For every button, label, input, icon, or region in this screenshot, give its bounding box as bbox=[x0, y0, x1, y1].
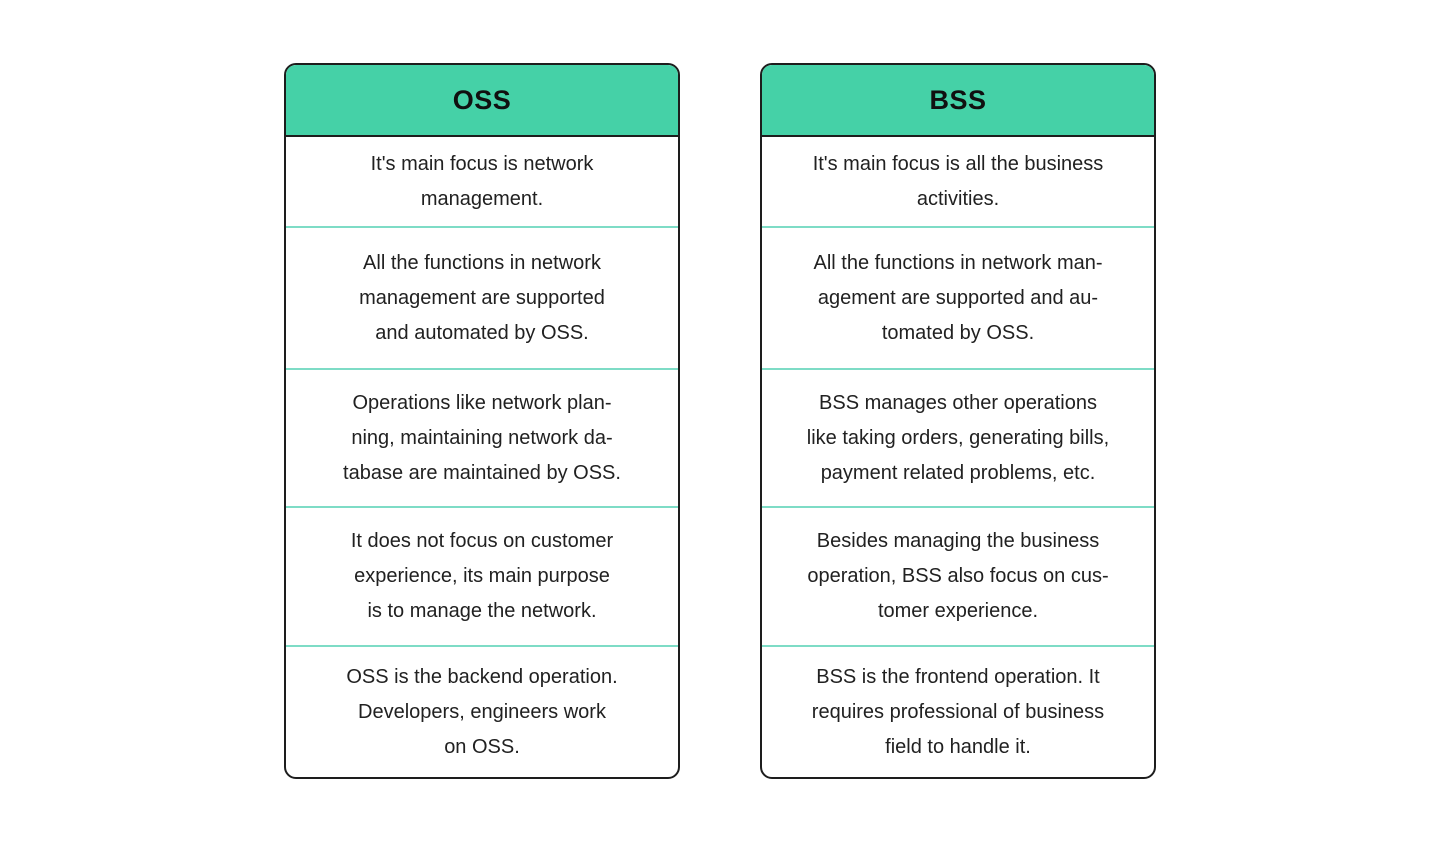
cell-text: BSS is the frontend operation. It requir… bbox=[811, 665, 1105, 758]
cell-text: All the functions in network man- agemen… bbox=[813, 251, 1103, 344]
table-row: It's main focus is all the business acti… bbox=[762, 137, 1154, 226]
oss-title: OSS bbox=[452, 84, 512, 115]
cell-text: Operations like network plan- ning, main… bbox=[343, 391, 621, 484]
table-row: OSS is the backend operation. Developers… bbox=[286, 645, 678, 777]
table-row: Operations like network plan- ning, main… bbox=[286, 368, 678, 506]
oss-table-header: OSS bbox=[286, 65, 678, 137]
bss-title: BSS bbox=[929, 84, 987, 115]
table-row: Besides managing the business operation,… bbox=[762, 506, 1154, 645]
cell-text: Besides managing the business operation,… bbox=[807, 530, 1109, 622]
cell-text: BSS manages other operations like taking… bbox=[806, 391, 1110, 484]
table-row: All the functions in network man- agemen… bbox=[762, 226, 1154, 368]
table-row: BSS manages other operations like taking… bbox=[762, 368, 1154, 506]
bss-table-header: BSS bbox=[762, 65, 1154, 137]
cell-text: It does not focus on customer experience… bbox=[350, 530, 614, 622]
cell-text: It's main focus is network management. bbox=[370, 152, 594, 210]
cell-text: OSS is the backend operation. Developers… bbox=[346, 665, 618, 758]
table-row: It does not focus on customer experience… bbox=[286, 506, 678, 645]
cell-text: All the functions in network management … bbox=[359, 251, 605, 344]
table-row: It's main focus is network management. bbox=[286, 137, 678, 226]
bss-table: BSS It's main focus is all the business … bbox=[760, 63, 1156, 779]
table-row: All the functions in network management … bbox=[286, 226, 678, 368]
oss-table: OSS It's main focus is network managemen… bbox=[284, 63, 680, 779]
table-row: BSS is the frontend operation. It requir… bbox=[762, 645, 1154, 777]
cell-text: It's main focus is all the business acti… bbox=[812, 152, 1104, 210]
